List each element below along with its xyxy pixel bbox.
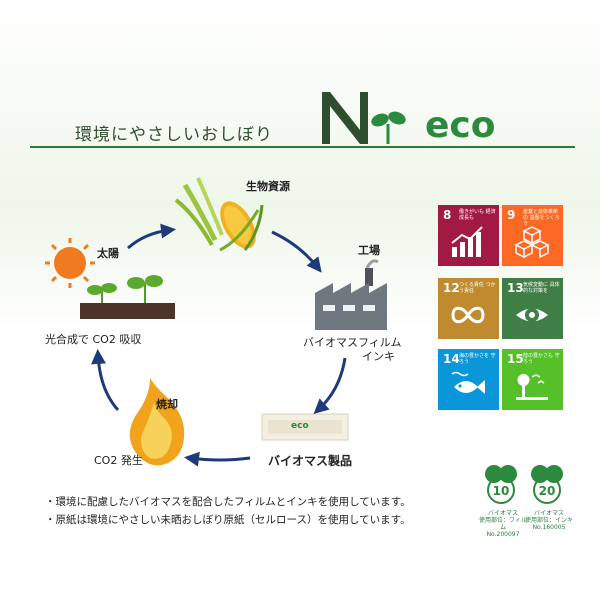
note-line-1: ・環境に配慮したバイオマスを配合したフィルムとインキを使用しています。 xyxy=(45,496,411,508)
biomass-leaf-mark-icon: 20 xyxy=(531,465,563,504)
label-biomass-product: バイオマス製品 xyxy=(268,454,353,468)
biomass-product-pack-icon xyxy=(261,413,349,441)
label-biomass-resource: 生物資源 xyxy=(246,180,290,193)
product-pack-label: eco xyxy=(291,421,309,431)
sprout-soil-icon xyxy=(80,275,175,319)
biomass-leaf-mark-icon: 10 xyxy=(485,465,517,504)
cubes-icon xyxy=(514,226,550,259)
note-line-2: ・原紙は環境にやさしい未晒おしぼり原紙（セルロース）を使用しています。 xyxy=(45,514,411,526)
growth-chart-icon xyxy=(451,226,483,257)
label-photosynthesis: 光合成で CO2 吸収 xyxy=(45,333,142,346)
label-ink: インキ xyxy=(362,350,395,363)
label-factory: 工場 xyxy=(358,244,380,257)
fish-icon xyxy=(451,371,485,394)
sun-icon xyxy=(45,238,95,288)
infinity-icon xyxy=(451,306,485,324)
label-sun: 太陽 xyxy=(97,247,119,260)
tree-bird-icon xyxy=(516,374,548,400)
factory-icon xyxy=(315,259,387,330)
cycle-arrows xyxy=(91,223,347,467)
tagline: 環境にやさしいおしぼり xyxy=(75,125,273,145)
svg-text:10: 10 xyxy=(493,484,510,498)
biomass-mark-10: 10 バイオマス 使用部位：フィルム No.200097 xyxy=(478,462,528,538)
header-rule xyxy=(30,146,575,148)
svg-text:20: 20 xyxy=(539,484,556,498)
biomass-mark-20: 20 バイオマス 使用部位：インキ No.160005 xyxy=(524,462,574,531)
flame-icon xyxy=(129,378,185,466)
n-eco-logo xyxy=(322,92,406,144)
corn-icon xyxy=(174,177,264,252)
eye-globe-icon xyxy=(516,308,548,322)
logo-eco-text: eco xyxy=(425,105,496,146)
label-biomass-film: バイオマスフィルム xyxy=(303,336,402,349)
label-co2-emission: CO2 発生 xyxy=(94,454,143,467)
label-incineration: 焼却 xyxy=(156,398,178,411)
